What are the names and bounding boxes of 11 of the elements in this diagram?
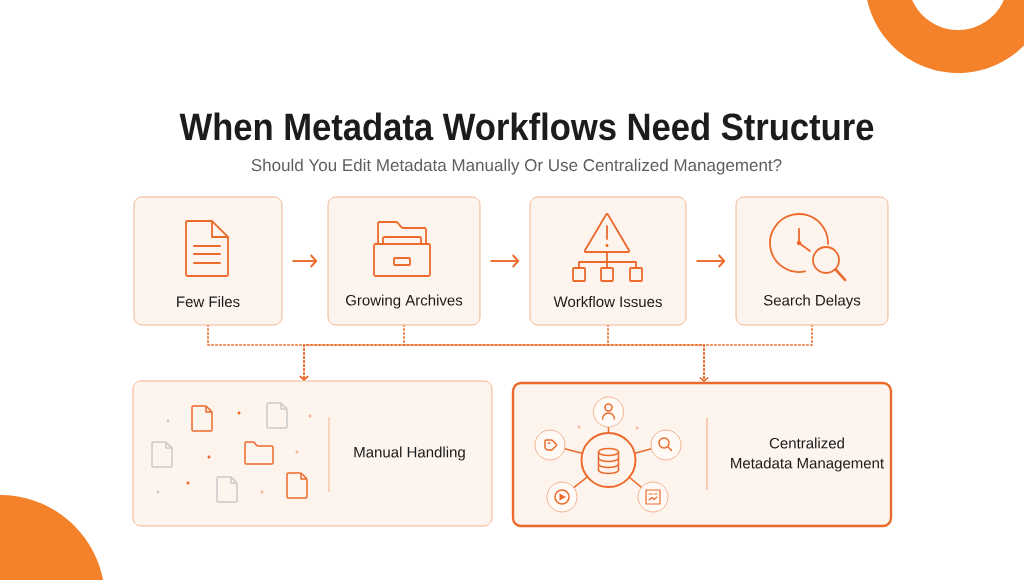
subtitle: Should You Edit Metadata Manually Or Use Centralized Management? bbox=[251, 158, 782, 175]
arrow bbox=[695, 254, 726, 268]
arrow bbox=[489, 254, 520, 268]
option-box: Manual Handling bbox=[132, 380, 493, 527]
process-box: Search Delays bbox=[735, 196, 889, 326]
arrow bbox=[291, 254, 318, 268]
process-box: Workflow Issues bbox=[529, 196, 687, 326]
process-box: Growing Archives bbox=[327, 196, 481, 326]
title: When Metadata Workflows Need Structure bbox=[179, 112, 874, 141]
process-box: Few Files bbox=[133, 196, 283, 326]
arrow bbox=[699, 324, 813, 382]
